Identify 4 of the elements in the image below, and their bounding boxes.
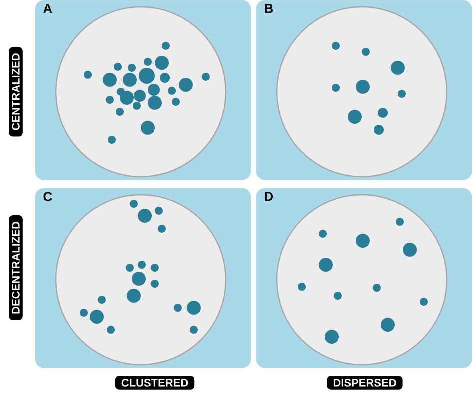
axis-label: CLUSTERED [115, 376, 195, 390]
axis-label: CENTRALIZED [9, 47, 23, 137]
axis-label: DECENTRALIZED [9, 216, 23, 320]
axis-label: DISPERSED [327, 376, 403, 390]
